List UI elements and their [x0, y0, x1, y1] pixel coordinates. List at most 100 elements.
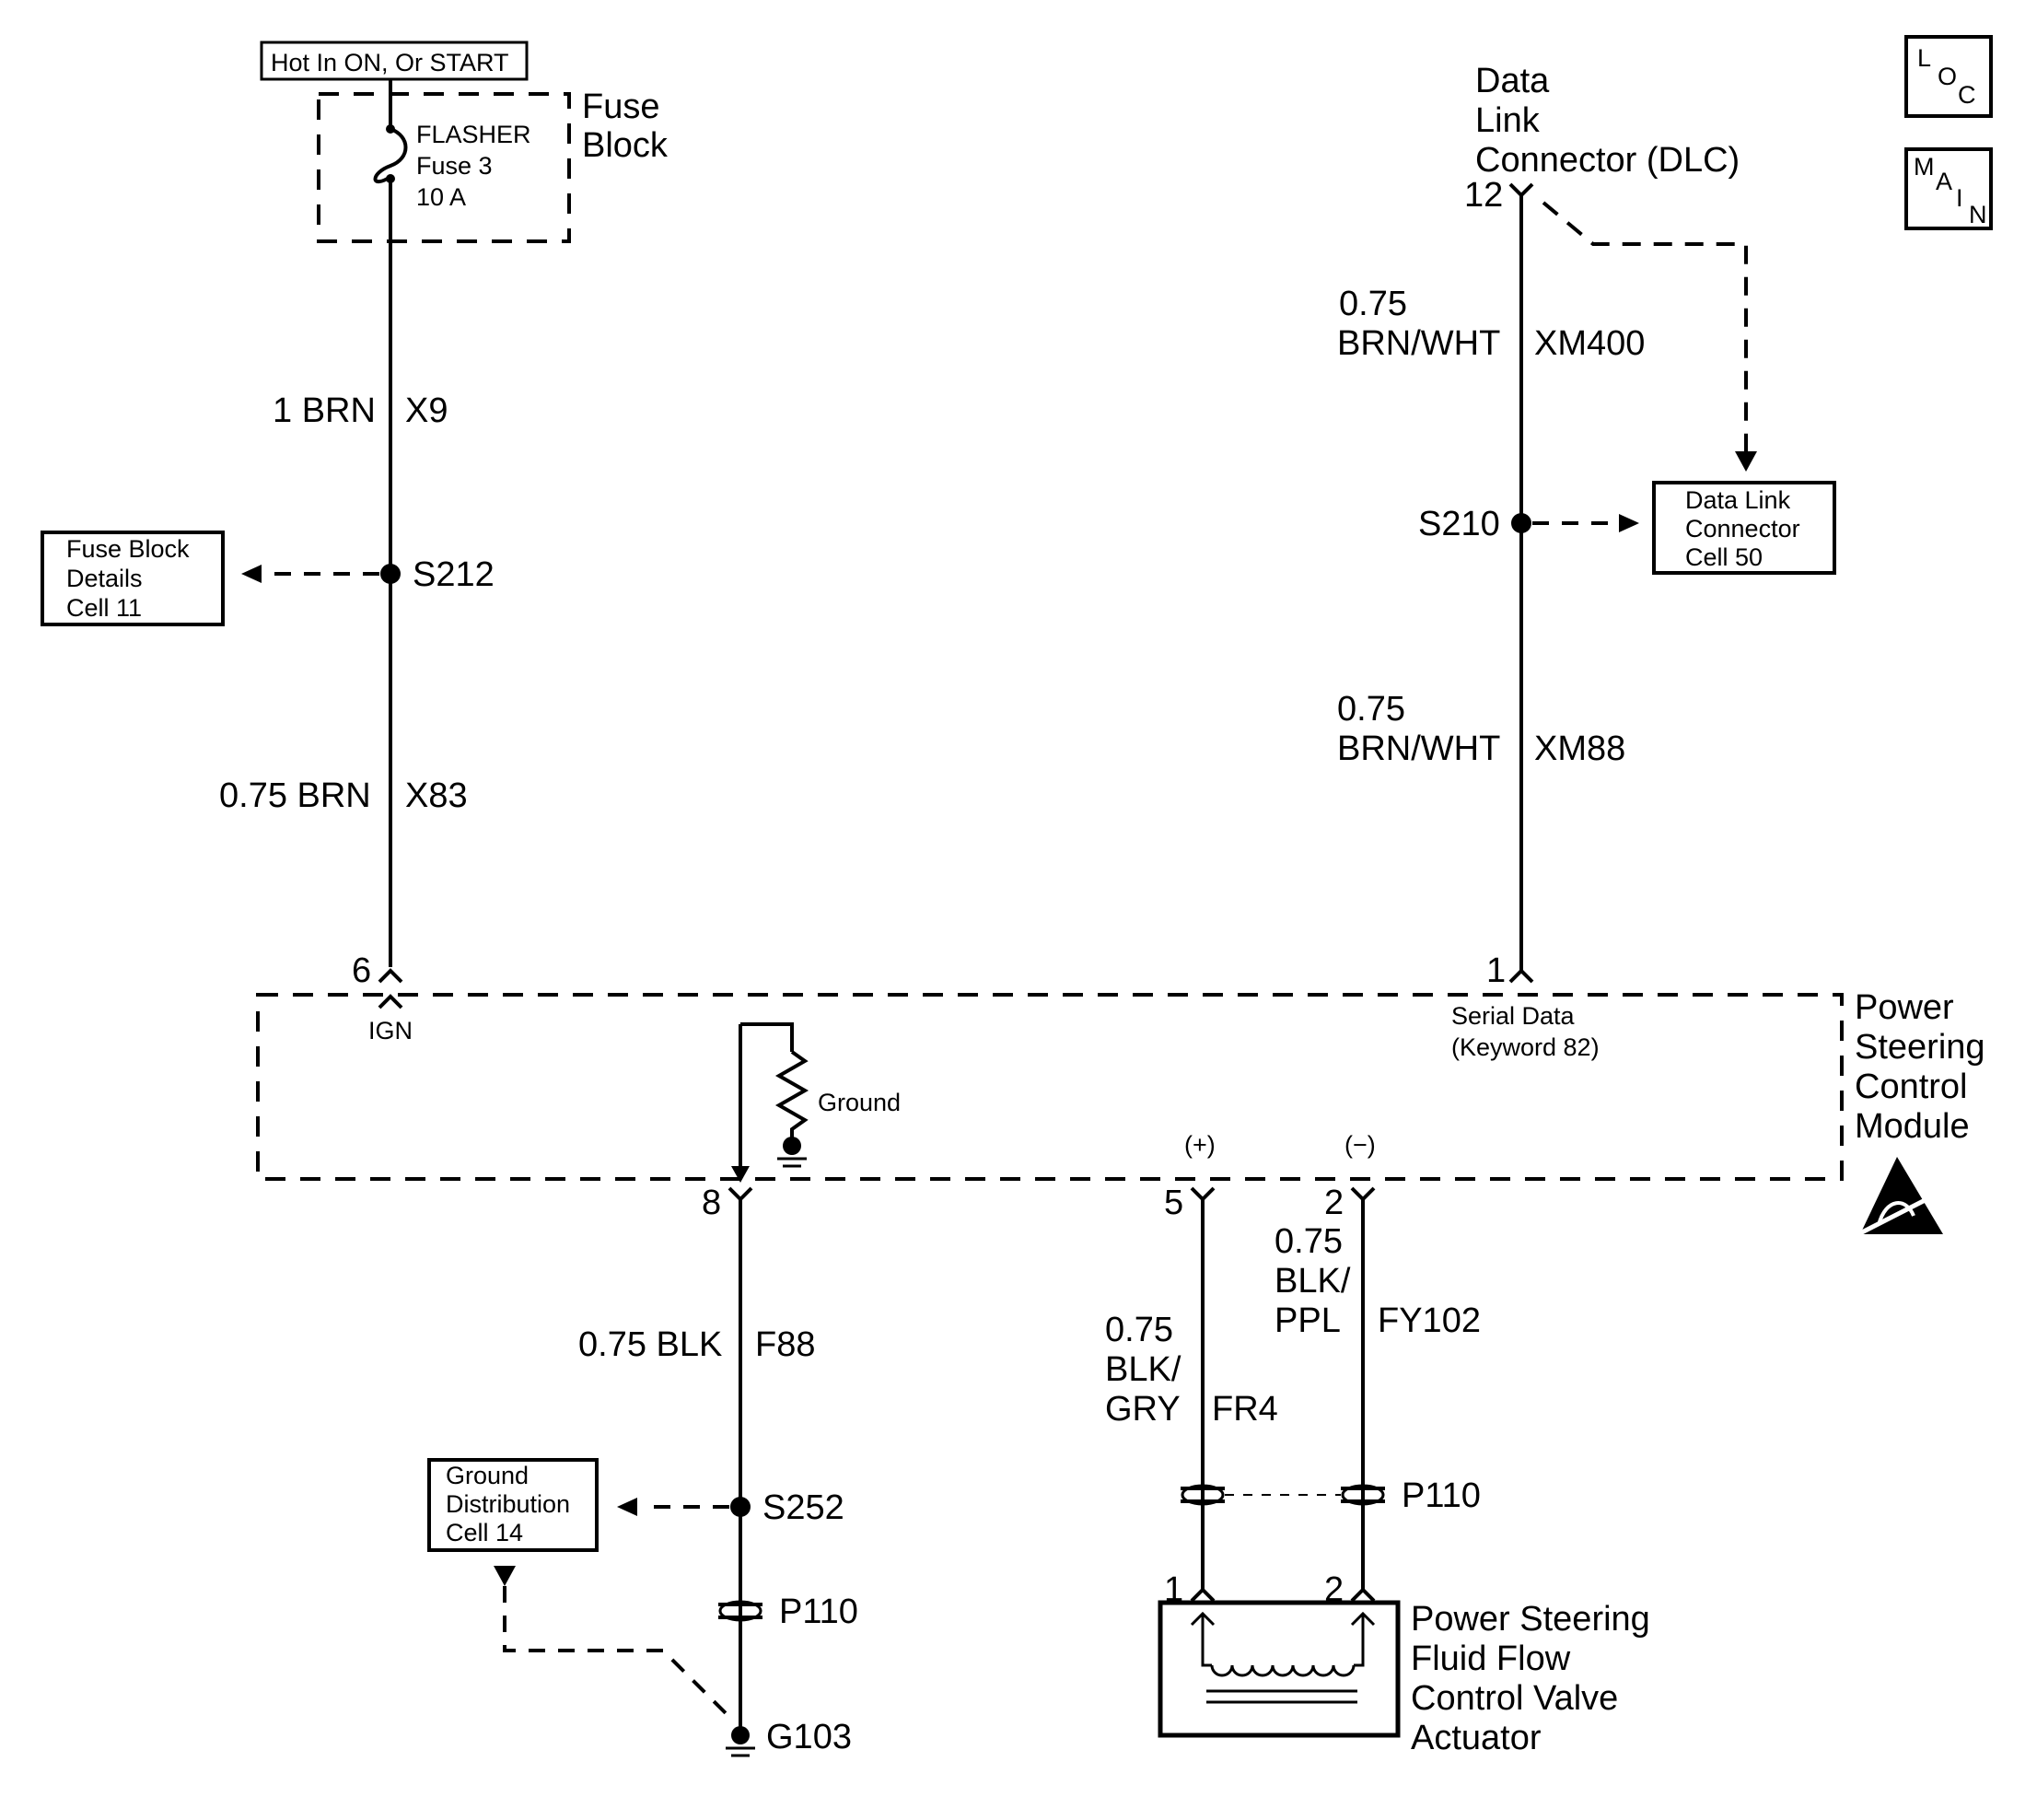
power-steering-control-module — [256, 993, 1844, 1181]
wire-x9-spec: 1 BRN — [273, 391, 376, 430]
ref-ground-line1: Ground — [446, 1462, 529, 1489]
wire-x9-id: X9 — [405, 391, 448, 430]
wire-fy102-gauge: 0.75 — [1275, 1222, 1343, 1261]
splice-s210-label: S210 — [1418, 505, 1500, 543]
ref-fuse-block-details-line1: Fuse Block — [66, 535, 190, 563]
connector-pin6-icon — [378, 968, 403, 984]
ref-ground-distribution[interactable]: Ground Distribution Cell 14 — [427, 1458, 599, 1552]
arrow-right-icon — [1619, 514, 1639, 532]
wire-x83-spec: 0.75 BRN — [219, 776, 371, 815]
ref-fuse-block-details[interactable]: Fuse Block Details Cell 11 — [41, 531, 225, 626]
ref-fuse-block-details-line3: Cell 11 — [66, 594, 142, 622]
wire-xm400-color: BRN/WHT — [1337, 324, 1500, 363]
fuse-block-label-2: Block — [582, 126, 669, 165]
arrow-left-ground-icon — [617, 1498, 637, 1516]
splice-s212 — [380, 564, 401, 584]
loc-o: O — [1938, 63, 1957, 90]
dlc-label-3: Connector (DLC) — [1475, 141, 1740, 180]
hot-in-label-box: Hot In ON, Or START — [260, 41, 529, 81]
main-button[interactable]: M A I N — [1904, 147, 1993, 230]
wire-fr4-id: FR4 — [1212, 1390, 1278, 1429]
arrow-down-ground-icon — [494, 1566, 516, 1586]
arrow-left-icon — [241, 565, 262, 583]
connector-p110-label-1: P110 — [779, 1592, 858, 1631]
fuse-symbol-icon — [373, 127, 408, 184]
fuse-rating: 10 A — [416, 183, 466, 211]
main-a: A — [1936, 168, 1952, 195]
wire-fr4-color2: GRY — [1105, 1390, 1181, 1429]
pin-minus-label: (−) — [1344, 1131, 1376, 1159]
module-label-4: Module — [1855, 1107, 1970, 1146]
power-steering-actuator — [1158, 1600, 1401, 1738]
main-i: I — [1956, 184, 1963, 212]
splice-s252 — [730, 1497, 751, 1517]
coil-icon — [1210, 1664, 1356, 1677]
connector-p110-label-2: P110 — [1402, 1476, 1481, 1515]
actuator-label-4: Actuator — [1411, 1719, 1542, 1757]
actuator-label-2: Fluid Flow — [1411, 1639, 1571, 1678]
dlc-pin-number: 12 — [1464, 176, 1503, 215]
actuator-label-1: Power Steering — [1411, 1600, 1650, 1639]
ref-dlc-line2: Connector — [1685, 515, 1800, 542]
pin-ign-label: IGN — [368, 1017, 413, 1044]
ref-data-link-connector[interactable]: Data Link Connector Cell 50 — [1652, 481, 1836, 575]
wire-fy102-color2: PPL — [1275, 1301, 1341, 1340]
loc-c: C — [1958, 81, 1976, 109]
resistor-icon — [774, 1050, 809, 1140]
fuse-number: Fuse 3 — [416, 152, 493, 180]
fuse-block: FLASHER Fuse 3 10 A Fuse Block — [317, 79, 669, 243]
wire-fy102-id: FY102 — [1378, 1301, 1481, 1340]
main-n: N — [1969, 201, 1987, 228]
pin-serial-number: 1 — [1486, 951, 1506, 990]
splice-s210 — [1511, 513, 1531, 533]
actuator-pin1-icon — [1190, 1587, 1216, 1603]
wire-fr4-color1: BLK/ — [1105, 1350, 1181, 1389]
connector-p110-actuator — [1181, 1484, 1385, 1506]
wire-f88-id: F88 — [755, 1325, 815, 1364]
actuator-pin2-icon — [1350, 1587, 1376, 1603]
wire-xm88-color: BRN/WHT — [1337, 729, 1500, 768]
module-label-3: Control — [1855, 1068, 1968, 1106]
ref-ground-line3: Cell 14 — [446, 1519, 523, 1546]
fuse-block-label-1: Fuse — [582, 88, 659, 126]
loc-l: L — [1917, 44, 1931, 72]
wire-xm88-id: XM88 — [1534, 729, 1625, 768]
serial-data-label-1: Serial Data — [1451, 1002, 1576, 1030]
actuator-pin1-number: 1 — [1164, 1570, 1183, 1609]
internal-ground-label: Ground — [818, 1089, 901, 1116]
module-label-2: Steering — [1855, 1028, 1985, 1067]
ref-dlc-line1: Data Link — [1685, 486, 1791, 514]
connector-p110-ground — [718, 1600, 762, 1622]
loc-button[interactable]: L O C — [1904, 35, 1993, 118]
splice-s252-label: S252 — [762, 1488, 844, 1527]
wire-fy102-color1: BLK/ — [1275, 1262, 1351, 1301]
main-m: M — [1914, 153, 1935, 181]
dlc-label-1: Data — [1475, 62, 1550, 100]
fuse-name: FLASHER — [416, 121, 531, 148]
wire-x83-id: X83 — [405, 776, 468, 815]
serial-data-label-2: (Keyword 82) — [1451, 1033, 1600, 1061]
wire-f88-spec: 0.75 BLK — [578, 1325, 722, 1364]
wire-xm400-id: XM400 — [1534, 324, 1645, 363]
wire-fr4-gauge: 0.75 — [1105, 1311, 1173, 1349]
pin-minus-number: 2 — [1324, 1184, 1344, 1222]
internal-ground-icon — [783, 1137, 801, 1155]
splice-s212-label: S212 — [413, 555, 495, 594]
dlc-label-2: Link — [1475, 101, 1541, 140]
ground-g103-label: G103 — [766, 1718, 852, 1756]
pin-ign-number: 6 — [352, 951, 371, 990]
connector-pin1-icon — [1508, 968, 1534, 984]
hot-in-label: Hot In ON, Or START — [271, 49, 509, 76]
ref-dlc-line3: Cell 50 — [1685, 543, 1763, 571]
arrow-down-icon — [1735, 451, 1757, 472]
ref-fuse-block-details-line2: Details — [66, 565, 143, 592]
pin-plus-number: 5 — [1164, 1184, 1183, 1222]
actuator-pin2-number: 2 — [1324, 1570, 1344, 1609]
module-label-1: Power — [1855, 988, 1954, 1027]
wire-xm400-gauge: 0.75 — [1339, 285, 1407, 323]
actuator-label-3: Control Valve — [1411, 1679, 1618, 1718]
wire-xm88-gauge: 0.75 — [1337, 690, 1405, 729]
esd-warning-icon — [1849, 1157, 1947, 1241]
pin-plus-label: (+) — [1184, 1131, 1216, 1159]
